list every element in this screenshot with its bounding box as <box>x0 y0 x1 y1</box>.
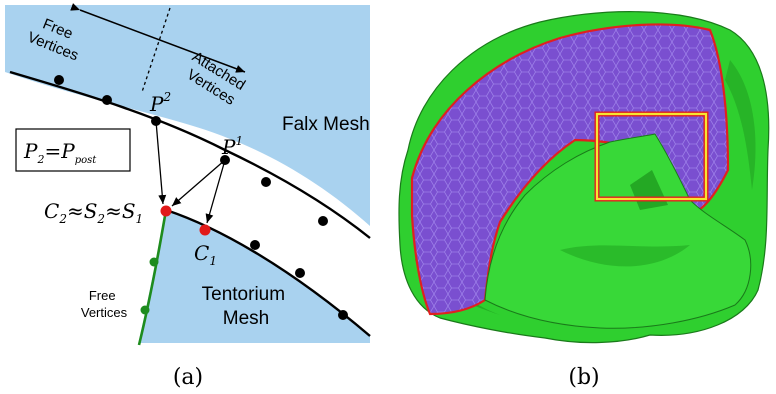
tentorium-vertex <box>250 240 260 250</box>
panel-a-caption: (a) <box>173 365 203 390</box>
falx-vertex <box>318 216 328 226</box>
brain-shadow <box>725 60 756 190</box>
point-p1-label: P1 <box>221 134 243 159</box>
tentorium-free-vertex <box>140 305 150 315</box>
panel-b: (b) <box>398 11 770 390</box>
contact-point-c2 <box>160 205 172 217</box>
boxed-equation: P2=Ppost <box>23 139 97 166</box>
free-vertices-bottom-label: Free Vertices <box>81 288 128 320</box>
tentorium-fold <box>560 245 690 267</box>
panel-a: Free Vertices Attached Vertices Falx Mes… <box>5 3 371 390</box>
projection-arrow <box>171 159 226 207</box>
falx-edge-curve <box>9 70 371 239</box>
tentorium-vertex <box>338 310 348 320</box>
point-p2-label: P2 <box>149 90 171 116</box>
highlight-box-inner <box>595 112 708 201</box>
falx-vertex <box>54 75 64 85</box>
tentorium-free-edge <box>137 209 168 346</box>
projection-arrow <box>155 120 167 205</box>
falx-mesh-label: Falx Mesh <box>282 114 370 135</box>
tentorium-mesh-region <box>138 210 370 343</box>
panel-b-caption: (b) <box>568 365 599 390</box>
tentorium-vertex <box>295 268 305 278</box>
point-c1-label: C1 <box>194 241 217 268</box>
falx-vertex <box>102 95 112 105</box>
projection-arrow <box>205 159 226 224</box>
contact-point-c1 <box>199 224 211 236</box>
tentorium-free-vertex <box>149 257 159 267</box>
contact-equation-label: C2≈S2≈S1 <box>44 199 143 226</box>
tentorium-mesh-label: Tentorium Mesh <box>202 284 291 329</box>
falx-vertex <box>261 177 271 187</box>
free-attached-arrow <box>70 3 246 73</box>
boxed-equation-frame <box>15 128 131 172</box>
